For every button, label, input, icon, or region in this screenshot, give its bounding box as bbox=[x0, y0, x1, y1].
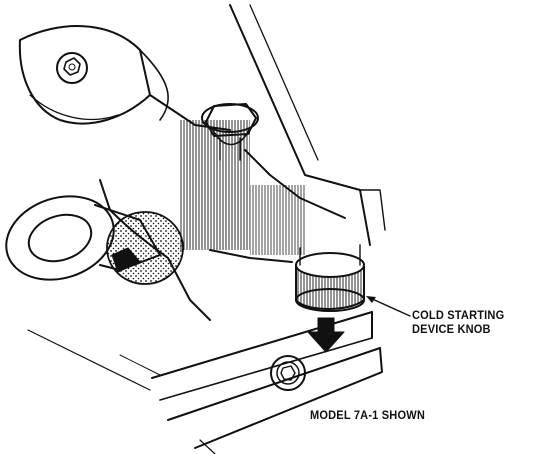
figure-caption: MODEL 7A-1 SHOWN bbox=[310, 408, 425, 422]
socket-screw-rail bbox=[270, 355, 306, 391]
hex-nut bbox=[201, 103, 259, 161]
upper-casting-lobe bbox=[18, 25, 169, 125]
callout-label-line-2: DEVICE KNOB bbox=[412, 322, 491, 336]
callout-label-line-1: COLD STARTING bbox=[412, 308, 505, 322]
linkage-loop-lever bbox=[5, 195, 184, 285]
cold-starting-knob bbox=[295, 244, 365, 312]
socket-screw-top bbox=[56, 52, 88, 84]
callout-leader bbox=[366, 296, 411, 317]
down-arrow-icon bbox=[307, 317, 345, 353]
main-housing bbox=[99, 4, 386, 321]
